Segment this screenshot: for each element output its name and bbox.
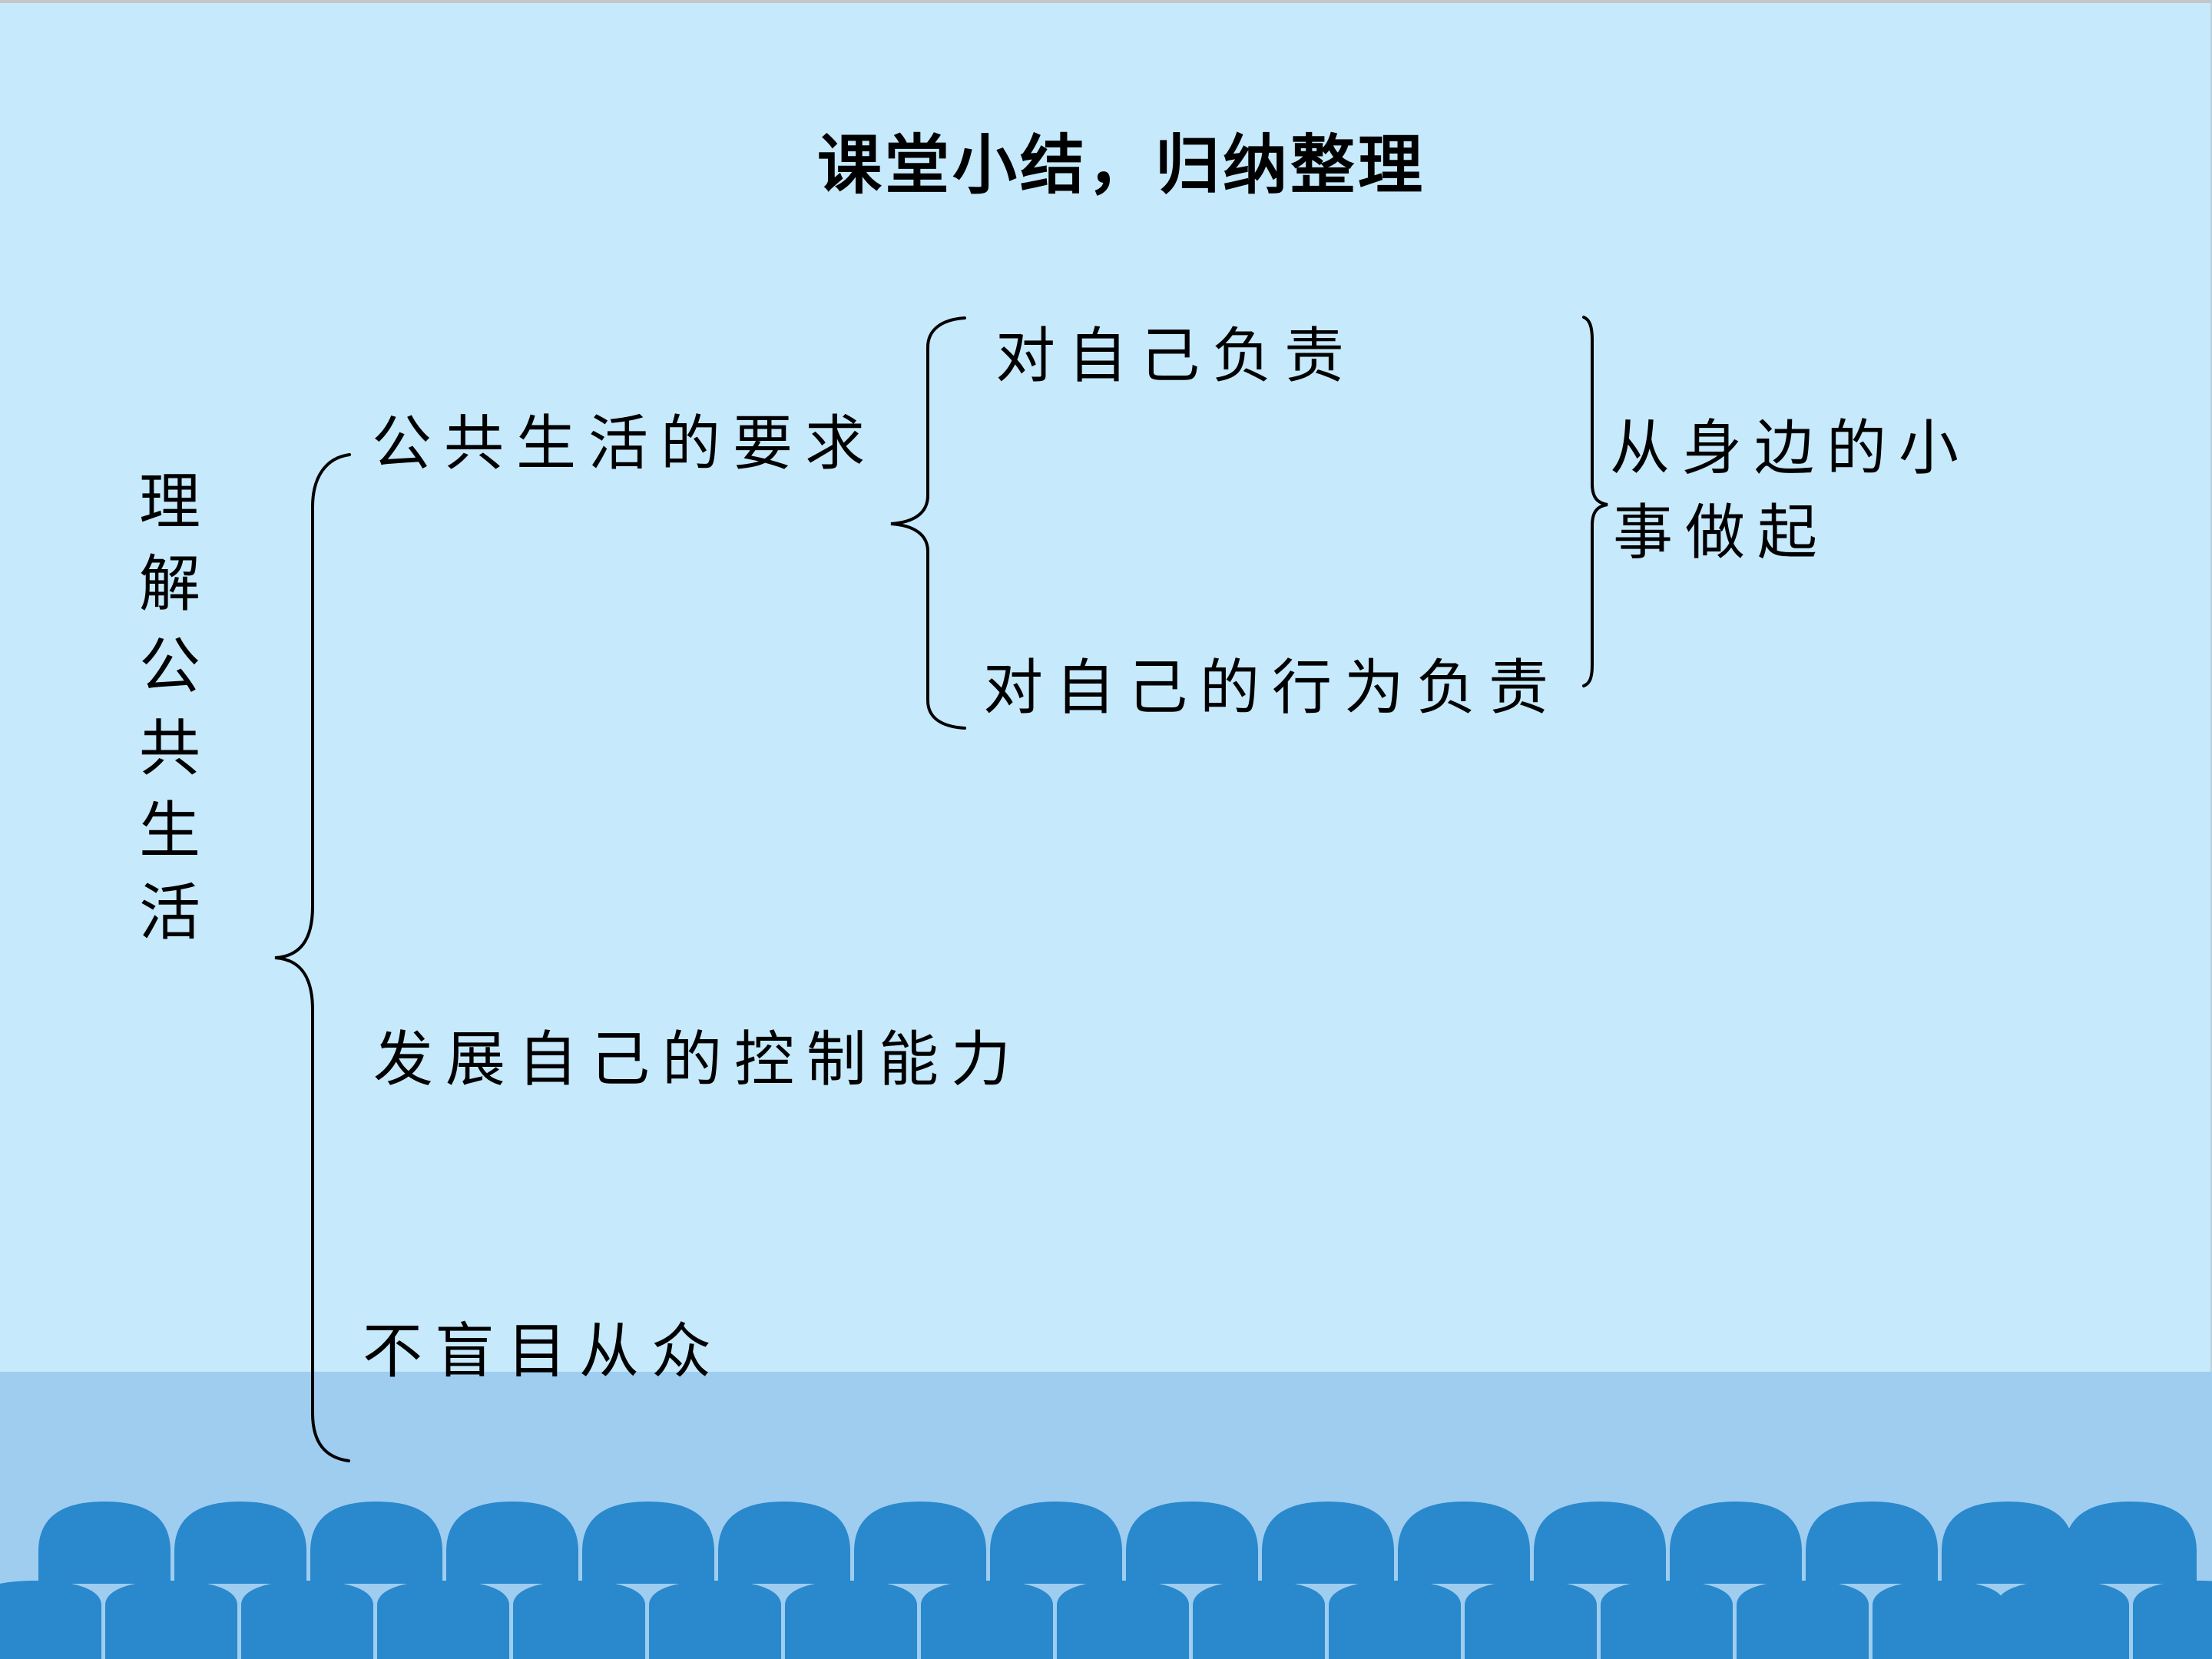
root-char: 活 [139,877,200,949]
right-border [2210,0,2212,1659]
wave-row-top [38,1502,2197,1584]
root-char: 共 [139,713,200,784]
conclusion-line-1: 从身边的小 [1610,414,1972,483]
conclusion-line-2: 事做起 [1613,498,1830,568]
branch-requirements: 公共生活的要求 [372,409,878,478]
left-brace-root [274,453,351,1462]
top-border [0,0,2212,3]
root-char: 解 [139,548,200,620]
wave-decoration [0,1502,2212,1659]
branch-self-control: 发展自己的控制能力 [373,1025,1024,1094]
root-topic-vertical: 理 解 公 共 生 活 [135,461,204,954]
left-brace-requirements [890,316,966,730]
root-char: 生 [139,795,200,866]
sub-item-responsible-behavior: 对自己的行为负责 [983,654,1561,723]
right-brace-conclusion [1582,316,1608,687]
sub-item-responsible-self: 对自己负责 [995,322,1357,391]
root-char: 公 [139,631,200,702]
slide-title: 课堂小结，归纳整理 [816,127,1426,203]
wave-row-bottom [0,1581,2212,1659]
branch-not-follow-crowd: 不盲目从众 [363,1317,724,1386]
root-char: 理 [139,466,200,538]
